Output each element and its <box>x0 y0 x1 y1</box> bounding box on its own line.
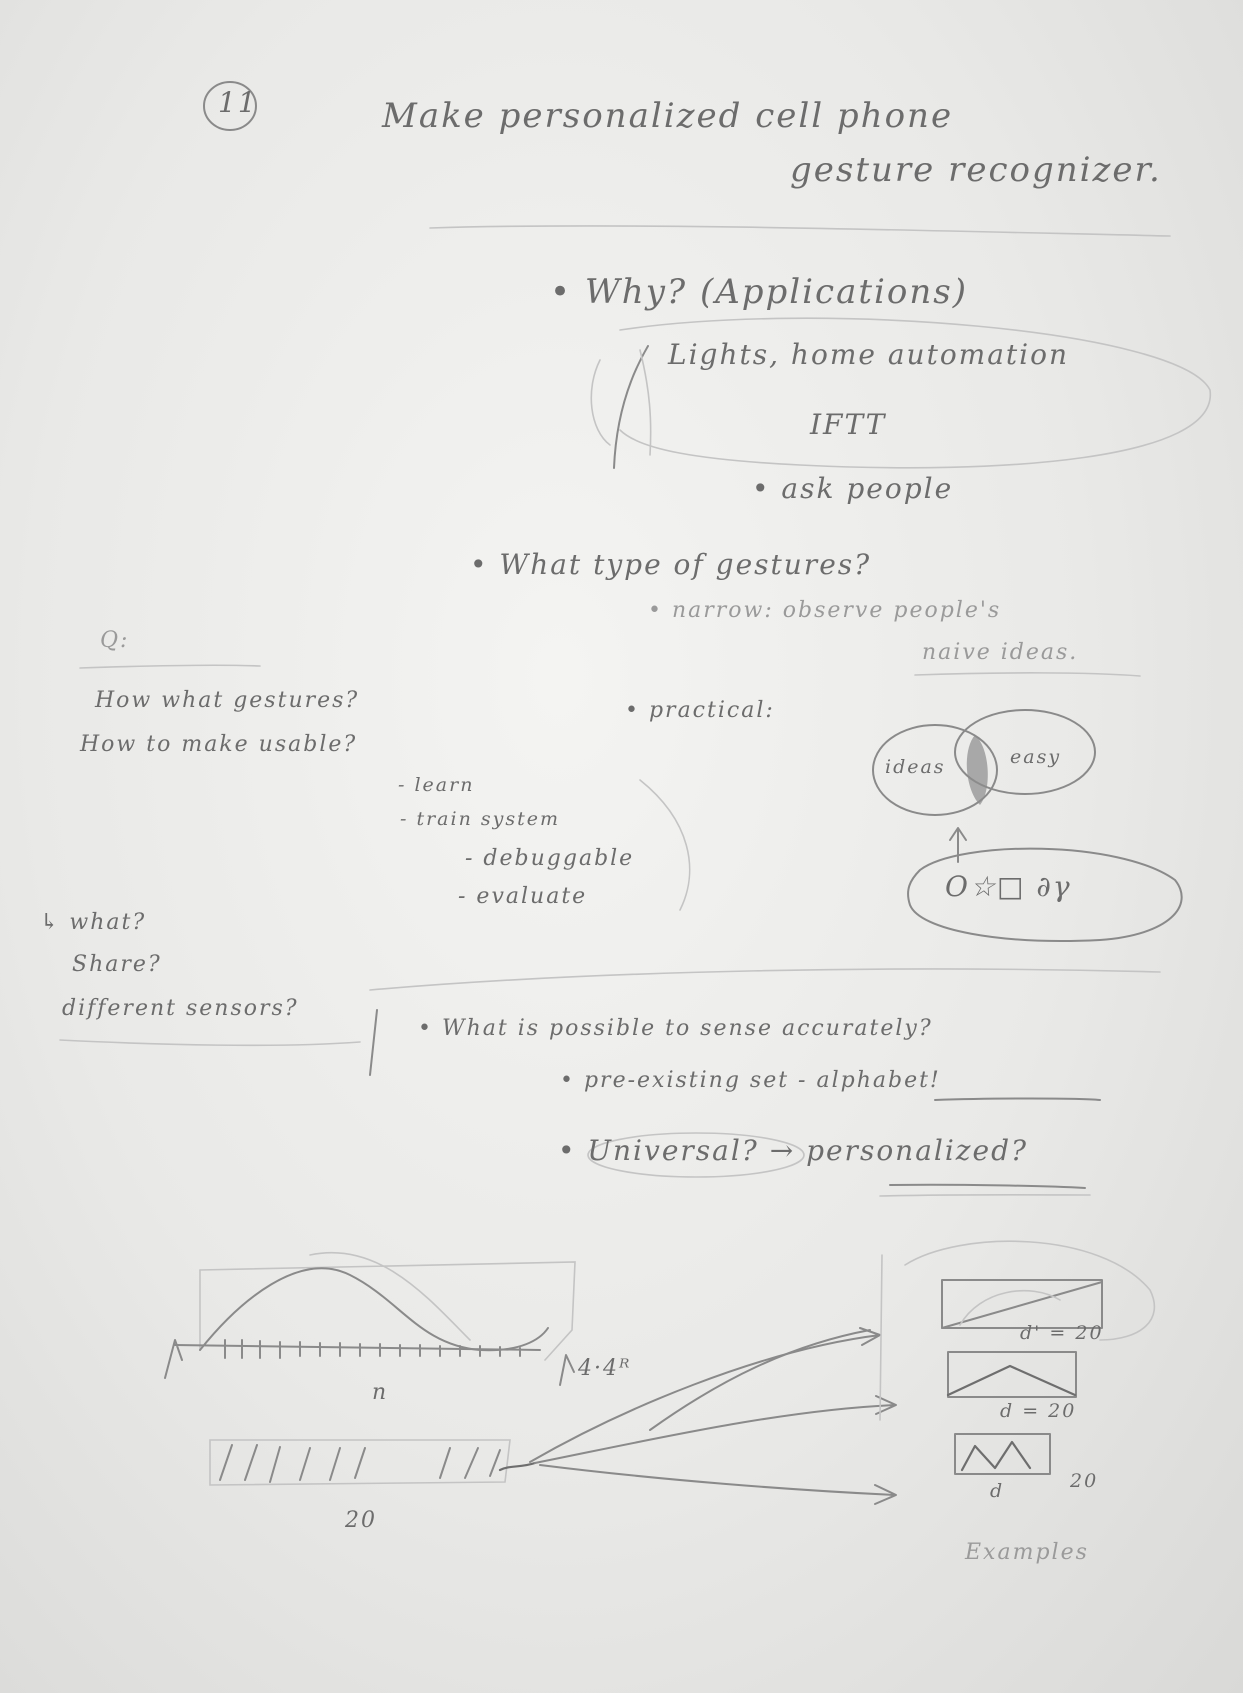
page-number: 11 <box>218 86 258 119</box>
why-item-lights: Lights, home automation <box>668 338 1070 371</box>
venn-right-circle <box>954 709 1096 795</box>
question-line-2: How to make usable? <box>80 732 358 757</box>
example-box-2 <box>947 1351 1077 1398</box>
questions-label: Q: <box>100 628 130 653</box>
signal-box <box>199 1261 576 1361</box>
question-sub-debug: - debuggable <box>465 846 635 871</box>
gesture-shapes: O☆□ ∂γ <box>945 870 1072 903</box>
why-item-ifttt: IFTT <box>810 408 887 441</box>
example-box-3 <box>954 1433 1051 1475</box>
diagram-label-20: 20 <box>345 1508 377 1533</box>
example-1-label: d' = 20 <box>1020 1322 1104 1344</box>
side-note-share: Share? <box>72 952 162 977</box>
side-note-what: ↳ what? <box>40 910 147 935</box>
question-sub-train: - train system <box>400 808 560 830</box>
example-2-label: d = 20 <box>1000 1400 1077 1422</box>
example-box-1 <box>941 1279 1103 1329</box>
why-item-ask-people: • ask people <box>752 472 954 505</box>
sensing-item-universal: • Universal? → personalized? <box>558 1134 1029 1167</box>
applications-oval <box>619 317 1211 469</box>
title-line-1: Make personalized cell phone <box>382 96 954 136</box>
venn-label-ideas: ideas <box>885 756 946 778</box>
side-note-sensors: different sensors? <box>62 996 299 1021</box>
gestures-practical: • practical: <box>625 698 775 723</box>
sensing-item-alphabet: • pre-existing set - alphabet! <box>560 1068 941 1093</box>
arrow-to-example-3 <box>539 1464 897 1505</box>
example-3-label-20: 20 <box>1070 1470 1099 1492</box>
venn-arrow <box>949 827 967 863</box>
gestures-narrow: • narrow: observe people's <box>648 598 1002 623</box>
sample-ticks <box>219 1444 501 1483</box>
why-heading: • Why? (Applications) <box>550 272 968 312</box>
title-rule <box>429 225 1171 237</box>
examples-caption: Examples <box>965 1540 1089 1565</box>
universal-circle <box>587 1132 805 1178</box>
question-line-1: How what gestures? <box>95 688 360 713</box>
question-sub-learn: - learn <box>398 774 475 796</box>
side-notes-underline <box>59 1039 361 1047</box>
axis-ticks <box>224 1339 521 1359</box>
examples-oval <box>904 1240 1156 1341</box>
gestures-narrow-2: naive ideas. <box>922 640 1079 665</box>
diagram-label-4: 4·4ᴿ <box>578 1356 632 1381</box>
shapes-oval <box>907 847 1183 942</box>
question-sub-evaluate: - evaluate <box>458 884 588 909</box>
venn-left-circle <box>872 724 998 816</box>
venn-overlap-shade <box>966 735 988 805</box>
diagram-label-n: n <box>372 1380 389 1405</box>
venn-label-easy: easy <box>1010 746 1062 768</box>
naive-ideas-underline <box>914 672 1141 677</box>
signal-axis <box>164 1339 541 1379</box>
sensing-heading: • What is possible to sense accurately? <box>418 1016 933 1041</box>
title-line-2: gesture recognizer. <box>790 150 1162 190</box>
page-number-circle <box>203 81 257 131</box>
example-3-label-d: d <box>990 1480 1005 1502</box>
gestures-heading: • What type of gestures? <box>470 548 872 581</box>
sample-strip <box>209 1439 511 1486</box>
signal-curve <box>199 1267 549 1352</box>
q-underline <box>79 664 261 669</box>
arrow-to-example-2 <box>534 1395 897 1464</box>
